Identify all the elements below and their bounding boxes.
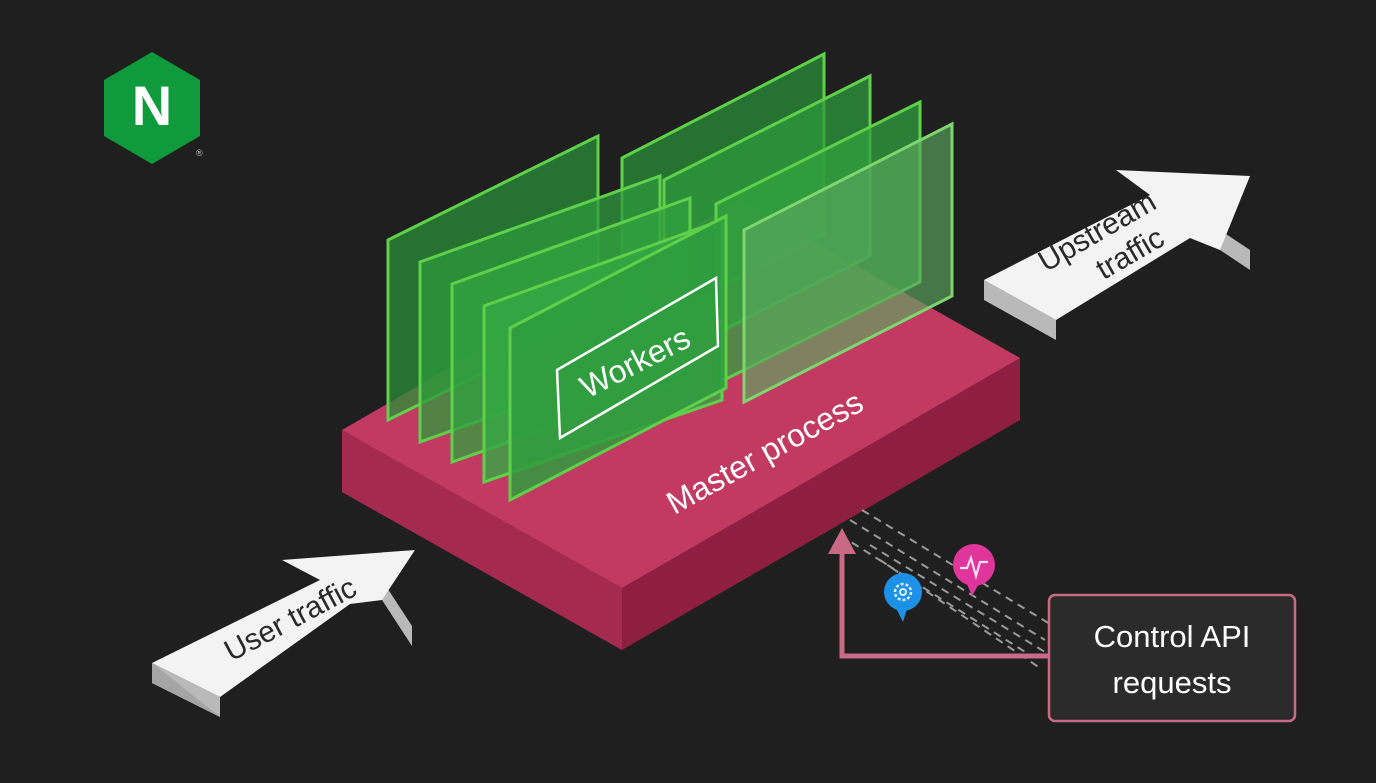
worker-panel-front [508, 213, 728, 503]
control-api-box: Control API requests [1047, 593, 1297, 723]
control-api-stream [839, 509, 1061, 669]
gear-icon [884, 573, 922, 622]
nginx-logo: N ® [104, 52, 203, 164]
heartbeat-icon [953, 544, 995, 596]
logo-letter: N [132, 74, 172, 137]
control-api-arrow [828, 528, 1050, 659]
control-api-label-line1: Control API [1094, 619, 1251, 654]
user-traffic-arrow: User traffic [152, 550, 415, 717]
worker-panel [742, 121, 954, 405]
upstream-traffic-arrow: Upstream traffic [984, 170, 1250, 340]
worker-panels: Workers [386, 51, 954, 503]
control-api-label-line2: requests [1113, 665, 1232, 700]
registered-mark: ® [196, 148, 203, 158]
